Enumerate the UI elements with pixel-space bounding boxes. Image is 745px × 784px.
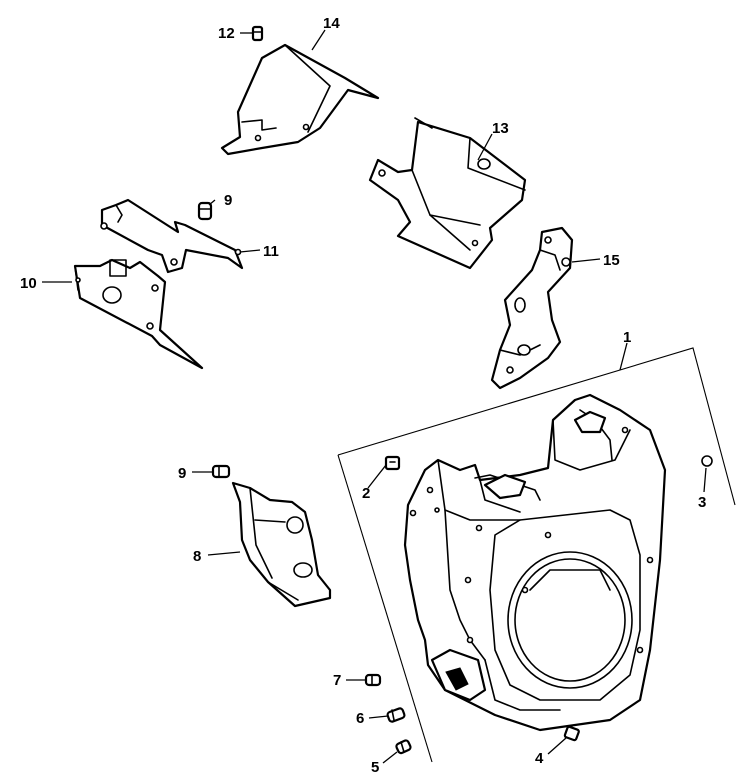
part-15-bracket: [490, 226, 574, 390]
callout-5: 5: [371, 759, 379, 776]
part-4-clip: [563, 725, 580, 742]
leader-lines: [42, 29, 707, 764]
assembly-boundary: [337, 347, 736, 763]
part-14-shroud: [368, 117, 527, 270]
part-5-screw: [395, 739, 412, 755]
part-8-bracket: [231, 481, 332, 608]
callout-12: 12: [218, 25, 235, 42]
callout-4: 4: [535, 750, 544, 767]
callout-3: 3: [698, 494, 706, 511]
part-10-baffle: [73, 258, 204, 370]
callout-14: 13: [492, 120, 509, 137]
part-9-screw-upper: [197, 201, 213, 221]
callout-labels: 14 12 13 9 11 10 15 1 9 2 3 8 7 6 5 4: [20, 15, 706, 776]
part-1-blower-housing: [403, 393, 667, 732]
callout-2: 2: [362, 485, 370, 502]
callout-6: 6: [356, 710, 364, 727]
callout-8: 8: [193, 548, 201, 565]
callout-9-upper: 9: [224, 192, 232, 209]
callout-13: 14: [323, 15, 340, 32]
part-11-baffle: [100, 198, 244, 274]
callout-10: 10: [20, 275, 37, 292]
part-13-upper-shroud: [220, 43, 380, 156]
part-7-screw: [364, 673, 382, 687]
part-3-plug: [701, 455, 713, 467]
callout-15: 15: [603, 252, 620, 269]
callout-1: 1: [623, 329, 631, 346]
part-6-screw: [386, 707, 406, 723]
part-2-clip: [384, 455, 401, 471]
part-9-screw-lower: [211, 464, 231, 479]
callout-9-lower: 9: [178, 465, 186, 482]
callout-11: 11: [263, 243, 279, 260]
callout-7: 7: [333, 672, 341, 689]
part-12-screw: [251, 25, 264, 42]
